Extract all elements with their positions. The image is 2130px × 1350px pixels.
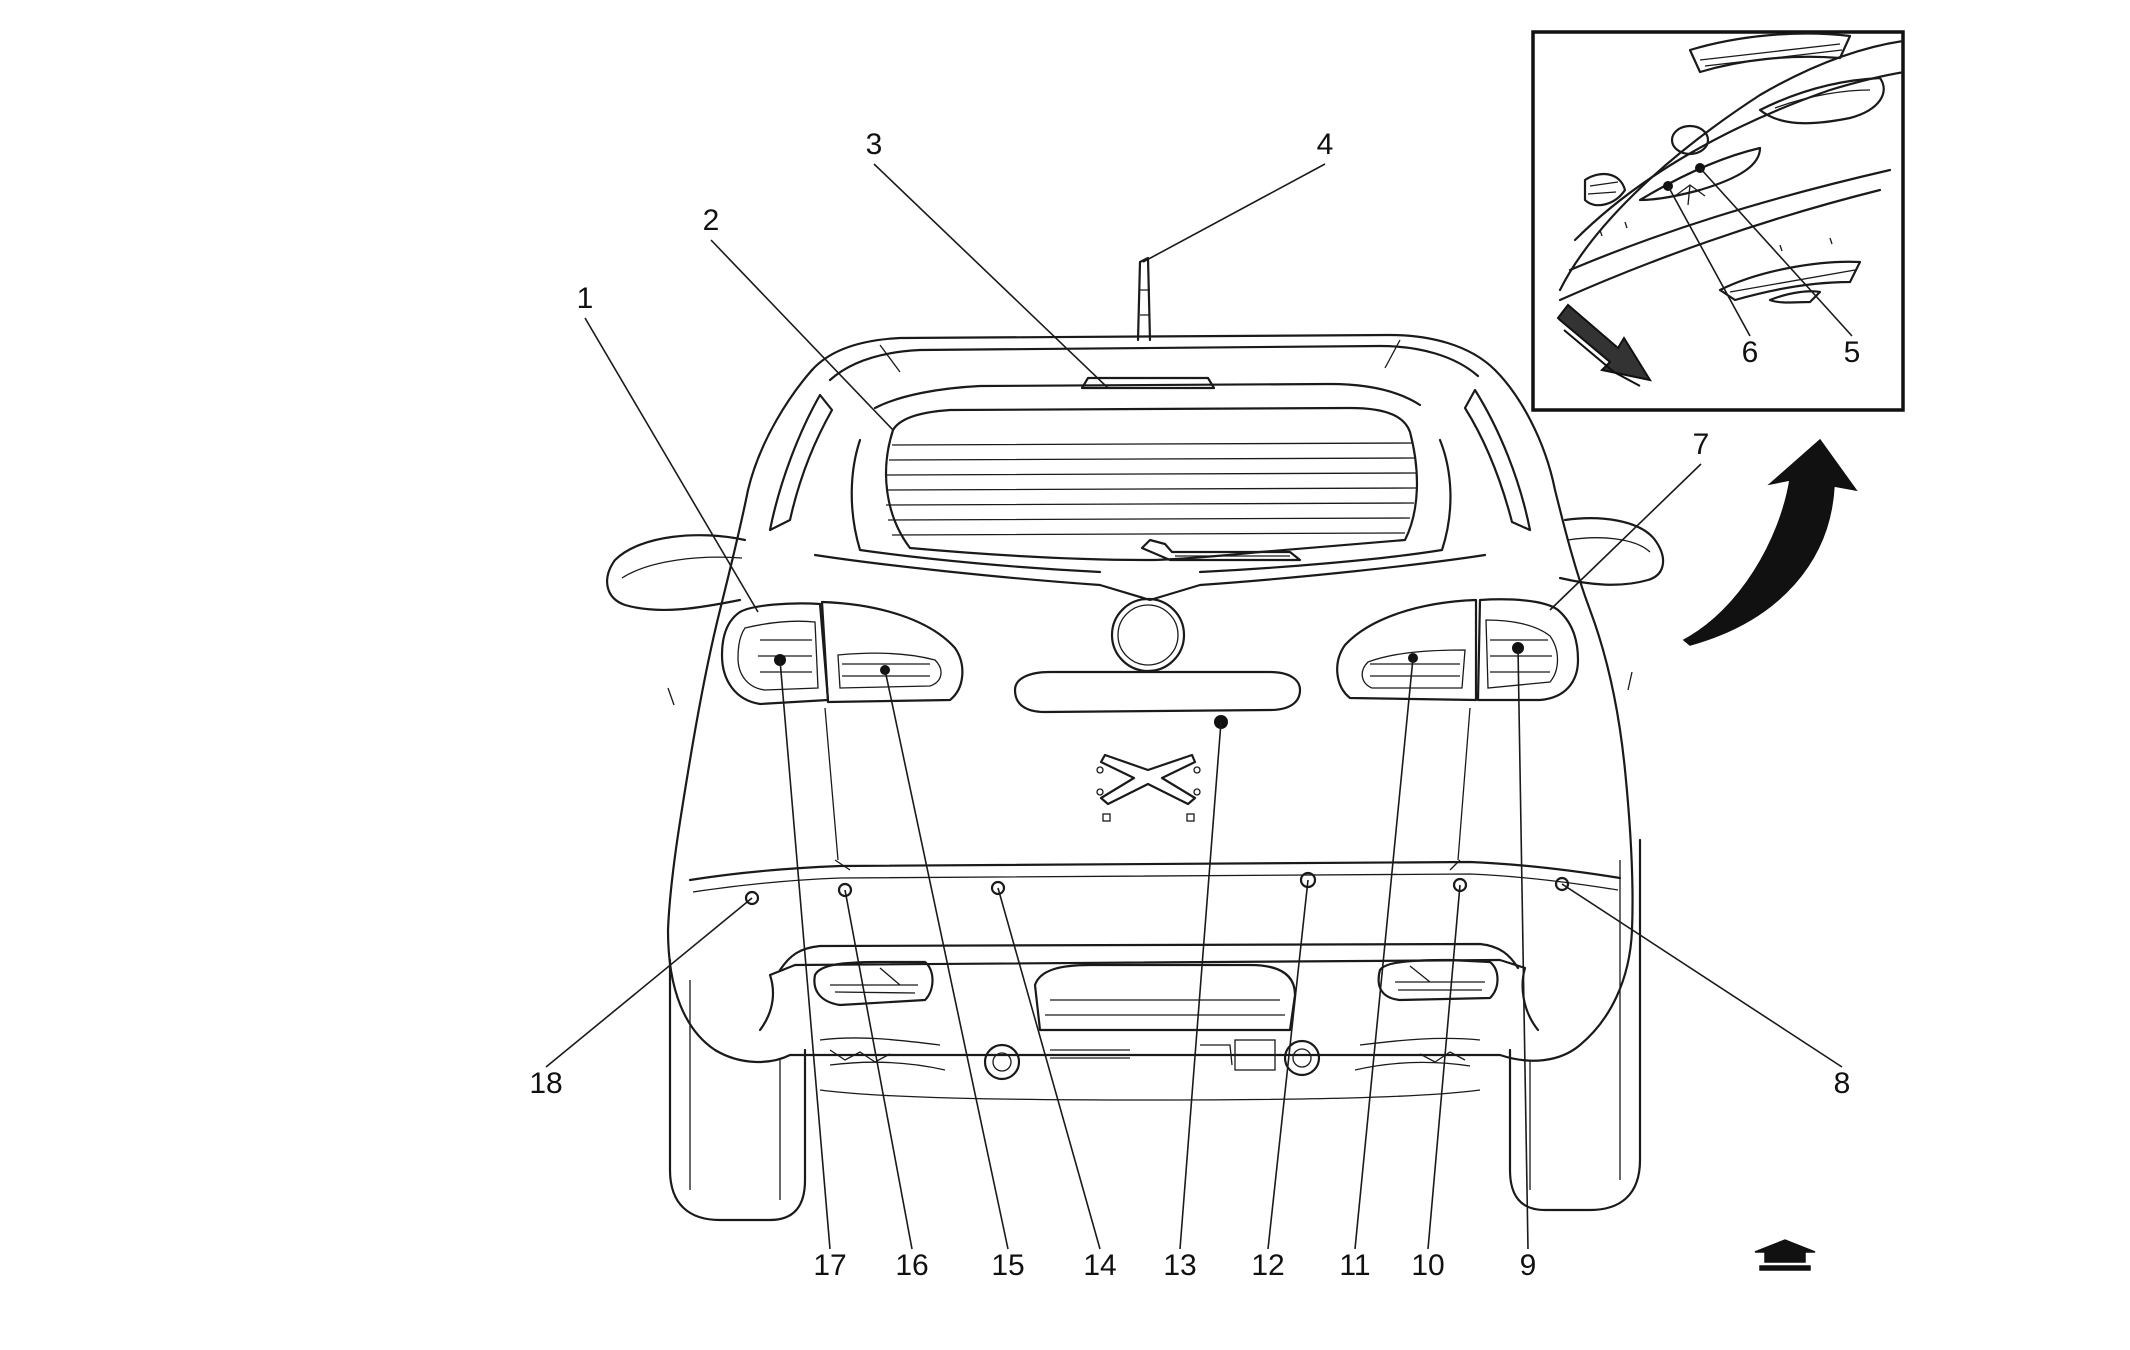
callout-number: 10 <box>1411 1249 1444 1282</box>
callout-11: 11 <box>1339 657 1414 1282</box>
leader-line <box>1354 657 1414 1250</box>
callout-number: 4 <box>1317 128 1334 161</box>
callout-number: 16 <box>895 1249 928 1282</box>
callout-number: 7 <box>1693 428 1710 461</box>
leader-line <box>710 239 894 431</box>
front-direction-indicator-icon <box>1754 1239 1816 1271</box>
detail-inset <box>1531 30 1905 412</box>
leader-line <box>844 889 913 1250</box>
callout-number: 9 <box>1520 1249 1537 1282</box>
callout-5: 5 <box>1699 167 1861 369</box>
callout-14: 14 <box>997 887 1117 1282</box>
callout-number: 5 <box>1844 336 1861 369</box>
callout-8: 8 <box>1561 883 1851 1100</box>
callout-18: 18 <box>529 897 753 1100</box>
leader-line <box>1427 884 1461 1250</box>
callout-number: 17 <box>813 1249 846 1282</box>
leader-line <box>1179 721 1222 1250</box>
rear-glass-defroster-lines <box>885 442 1417 536</box>
leader-line <box>1561 883 1843 1068</box>
leader-line <box>584 317 759 613</box>
callout-12: 12 <box>1251 879 1309 1282</box>
callout-number: 12 <box>1251 1249 1284 1282</box>
leader-line <box>1699 167 1853 337</box>
callout-2: 2 <box>703 204 894 431</box>
callout-number: 2 <box>703 204 720 237</box>
callout-9: 9 <box>1517 647 1537 1282</box>
callout-16: 16 <box>844 889 929 1282</box>
leader-line <box>873 163 1109 389</box>
leader-line <box>545 897 753 1068</box>
callout-15: 15 <box>884 669 1025 1282</box>
vehicle-rear-drawing <box>606 256 1665 1222</box>
callout-number: 14 <box>1083 1249 1116 1282</box>
leader-line <box>1667 185 1751 337</box>
callout-6: 6 <box>1667 185 1759 369</box>
callout-number: 8 <box>1834 1067 1851 1100</box>
leader-line <box>779 659 831 1250</box>
leader-line <box>1142 163 1326 263</box>
callout-4: 4 <box>1142 128 1334 263</box>
detail-pointer-arrow-icon <box>1682 438 1858 646</box>
callout-number: 11 <box>1339 1249 1370 1282</box>
callout-3: 3 <box>866 128 1109 389</box>
callout-number: 6 <box>1742 336 1759 369</box>
leader-line <box>1517 647 1529 1250</box>
callout-7: 7 <box>1549 428 1710 611</box>
callout-1: 1 <box>577 282 759 613</box>
callout-number: 18 <box>529 1067 562 1100</box>
inset-liftgate-drawing <box>1558 32 1903 304</box>
leader-line <box>884 669 1009 1250</box>
leader-line <box>997 887 1101 1250</box>
callout-17: 17 <box>779 659 847 1282</box>
leader-line <box>1549 463 1702 611</box>
callout-number: 1 <box>577 282 594 315</box>
callout-13: 13 <box>1163 721 1222 1282</box>
view-direction-arrow-icon <box>1556 303 1653 387</box>
callout-number: 15 <box>991 1249 1024 1282</box>
callout-10: 10 <box>1411 884 1461 1282</box>
callout-number: 13 <box>1163 1249 1196 1282</box>
callout-number: 3 <box>866 128 883 161</box>
leader-line <box>1267 879 1309 1250</box>
